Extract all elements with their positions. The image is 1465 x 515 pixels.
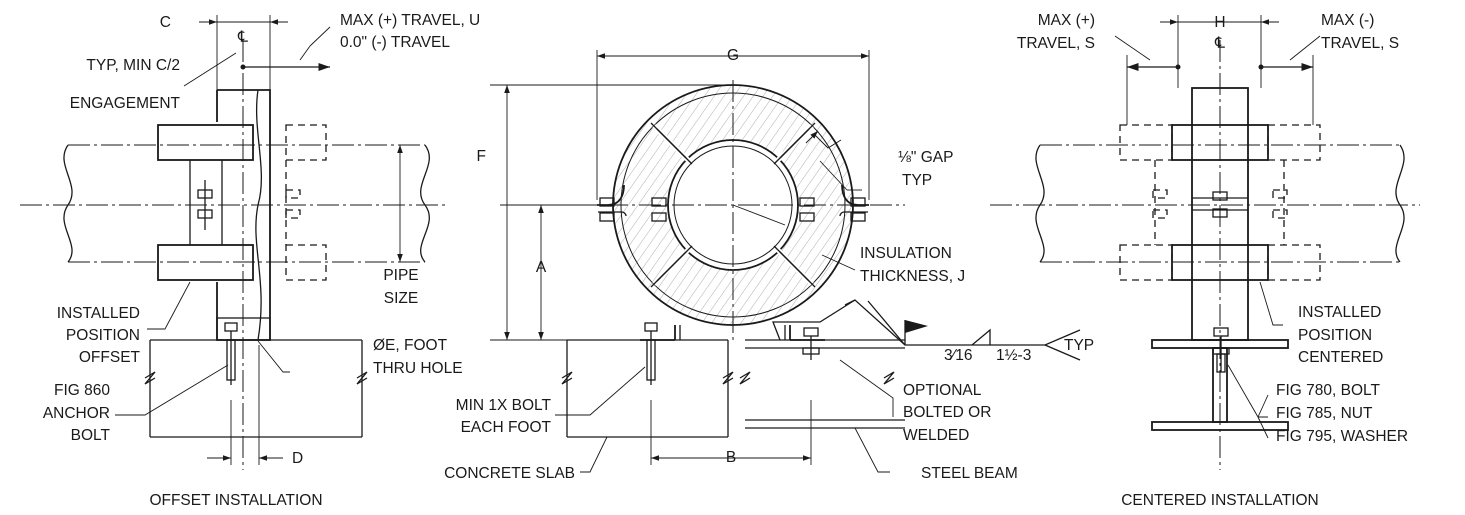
centered-installation-view: [990, 15, 1420, 470]
caption-offset-installation: OFFSET INSTALLATION: [149, 492, 322, 509]
label-weld-size: 3⁄16: [944, 347, 972, 364]
shoe-top-installed: [157, 124, 254, 161]
label-installed-offset-2: POSITION: [66, 327, 140, 344]
label-insulation-1: INSULATION: [860, 245, 952, 262]
label-h: H: [1214, 14, 1225, 31]
label-optional-2: BOLTED OR: [903, 404, 991, 421]
label-fig-780: FIG 780, BOLT: [1276, 382, 1380, 399]
label-gap-2: TYP: [902, 172, 932, 189]
label-concrete-slab: CONCRETE SLAB: [444, 465, 575, 482]
label-centerline-left: ℄: [237, 29, 249, 46]
label-foot-hole-1: ØE, FOOT: [373, 337, 448, 354]
label-c: C: [160, 14, 171, 31]
label-centerline-right: ℄: [1214, 35, 1226, 52]
pipe-left: [20, 144, 445, 263]
label-pipe-size-1: PIPE: [383, 267, 418, 284]
shoe-bottom-traveled: [285, 244, 327, 281]
label-gap-1: ⅛" GAP: [898, 149, 953, 166]
label-max-minus-travel-s-2: TRAVEL, S: [1321, 35, 1399, 52]
shoe-top-traveled: [285, 124, 327, 161]
label-weld-pitch: 1½-3: [996, 347, 1031, 364]
label-installed-centered-2: POSITION: [1298, 327, 1372, 344]
label-max-minus-travel-s-1: MAX (-): [1321, 12, 1374, 29]
label-insulation-2: THICKNESS, J: [860, 268, 965, 285]
label-anchor-1: FIG 860: [54, 382, 110, 399]
offset-installation-view: [20, 15, 445, 470]
label-max-plus-travel-s-1: MAX (+): [1038, 12, 1095, 29]
label-minus-travel-zero: 0.0" (-) TRAVEL: [340, 34, 450, 51]
label-installed-offset-1: INSTALLED: [57, 305, 140, 322]
label-installed-centered-3: CENTERED: [1298, 349, 1383, 366]
label-min-bolt-2: EACH FOOT: [461, 419, 552, 436]
label-f: F: [477, 148, 486, 165]
label-pipe-size-2: SIZE: [384, 290, 418, 307]
label-weld-typ: TYP: [1064, 337, 1094, 354]
label-a: A: [536, 259, 547, 276]
label-d: D: [292, 450, 303, 467]
label-installed-centered-1: INSTALLED: [1298, 304, 1381, 321]
label-g: G: [727, 47, 739, 64]
label-engagement-1: TYP, MIN C/2: [86, 57, 180, 74]
label-max-plus-travel-u: MAX (+) TRAVEL, U: [340, 12, 480, 29]
label-max-plus-travel-s-2: TRAVEL, S: [1017, 35, 1095, 52]
caption-centered-installation: CENTERED INSTALLATION: [1121, 492, 1319, 509]
label-anchor-2: ANCHOR: [43, 405, 110, 422]
label-installed-offset-3: OFFSET: [79, 349, 141, 366]
label-fig-785: FIG 785, NUT: [1276, 405, 1373, 422]
label-optional-1: OPTIONAL: [903, 382, 982, 399]
label-foot-hole-2: THRU HOLE: [373, 360, 463, 377]
label-anchor-3: BOLT: [71, 427, 111, 444]
section-view: [490, 50, 1081, 473]
label-min-bolt-1: MIN 1X BOLT: [456, 397, 552, 414]
shoe-bottom-installed: [157, 244, 254, 281]
label-b: B: [726, 449, 736, 466]
label-fig-795: FIG 795, WASHER: [1276, 428, 1408, 445]
label-optional-3: WELDED: [903, 427, 969, 444]
label-steel-beam: STEEL BEAM: [921, 465, 1018, 482]
label-engagement-2: ENGAGEMENT: [70, 95, 181, 112]
